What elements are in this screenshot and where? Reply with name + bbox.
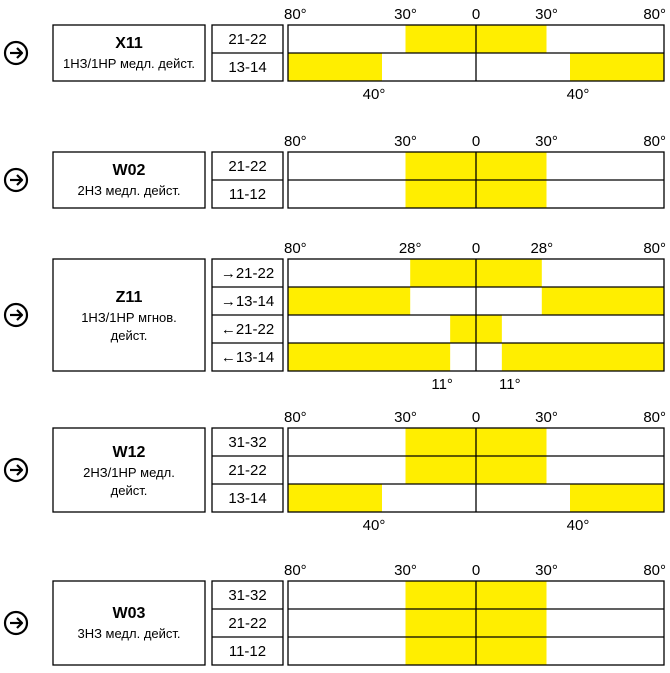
switch-type-title: W02 xyxy=(113,162,146,179)
angle-label-bottom: 40° xyxy=(567,517,590,534)
contact-label: 21-22 xyxy=(228,615,266,632)
switch-type-description: 1НЗ/1НР медл. дейст. xyxy=(63,56,195,71)
contact-label: 21-22 xyxy=(228,31,266,48)
switch-type-description: 3НЗ медл. дейст. xyxy=(77,626,180,641)
angle-label-top: 80° xyxy=(284,562,307,579)
closed-range-bar xyxy=(288,53,382,81)
closed-range-bar xyxy=(288,287,411,315)
contact-label: →21-22 xyxy=(221,265,274,282)
closed-range-bar xyxy=(501,343,664,371)
switch-label-box xyxy=(52,24,206,82)
arrow-circle-right-icon xyxy=(3,40,29,66)
angle-label-top: 80° xyxy=(643,562,666,579)
contact-label: 31-32 xyxy=(228,434,266,451)
angle-label-top: 30° xyxy=(535,6,558,23)
angle-label-top: 30° xyxy=(394,562,417,579)
contact-label: ←21-22 xyxy=(221,321,274,338)
angle-label-top: 80° xyxy=(643,409,666,426)
angle-label-bottom: 40° xyxy=(363,86,386,103)
angle-label-top: 30° xyxy=(535,133,558,150)
angle-label-top: 0 xyxy=(472,409,480,426)
switch-block-x11: X11 1НЗ/1НР медл. дейст. 21-22 13-14 80° 30° 0… xyxy=(3,6,666,103)
closed-range-bar xyxy=(288,343,451,371)
switch-type-title: X11 xyxy=(115,35,143,52)
contact-label: 11-12 xyxy=(229,643,266,660)
switch-type-description: 2НЗ/1НР медл. xyxy=(83,465,175,480)
angle-label-bottom: 11° xyxy=(431,376,453,393)
contact-label: 31-32 xyxy=(228,587,266,604)
switch-type-description: дейст. xyxy=(111,483,148,498)
switch-block-z11: Z11 1НЗ/1НР мгнов. дейст. →21-22 →13-14 ←21-2… xyxy=(3,240,666,393)
contact-label: 11-12 xyxy=(229,186,266,203)
angle-label-top: 80° xyxy=(284,409,307,426)
switch-label-box xyxy=(52,580,206,666)
angle-label-top: 80° xyxy=(284,240,307,257)
switch-label-box xyxy=(52,258,206,372)
switch-type-description: дейст. xyxy=(111,328,148,343)
switch-block-w02: W02 2НЗ медл. дейст. 21-22 11-12 80° 30° 0 30° 8… xyxy=(3,133,666,209)
angle-label-top: 0 xyxy=(472,133,480,150)
contact-label: 21-22 xyxy=(228,158,266,175)
closed-range-bar xyxy=(570,484,664,512)
switch-type-description: 2НЗ медл. дейст. xyxy=(77,183,180,198)
closed-range-bar xyxy=(541,287,664,315)
angle-label-bottom: 11° xyxy=(499,376,521,393)
contact-label: 13-14 xyxy=(228,490,266,507)
angle-label-top: 28° xyxy=(399,240,422,257)
contact-label: 21-22 xyxy=(228,462,266,479)
angle-label-top: 30° xyxy=(394,409,417,426)
switch-type-title: W03 xyxy=(113,605,146,622)
angle-label-top: 0 xyxy=(472,240,480,257)
switch-type-title: W12 xyxy=(113,444,146,461)
switch-label-box xyxy=(52,427,206,513)
contact-label: →13-14 xyxy=(221,293,274,310)
arrow-circle-right-icon xyxy=(3,302,29,328)
angle-label-top: 28° xyxy=(530,240,553,257)
angle-label-top: 30° xyxy=(535,562,558,579)
arrow-circle-right-icon xyxy=(3,610,29,636)
angle-label-top: 80° xyxy=(643,240,666,257)
angle-label-top: 30° xyxy=(394,6,417,23)
closed-range-bar xyxy=(288,484,382,512)
arrow-circle-right-icon xyxy=(3,457,29,483)
angle-label-top: 80° xyxy=(284,6,307,23)
angle-label-top: 0 xyxy=(472,562,480,579)
angle-label-top: 80° xyxy=(284,133,307,150)
angle-label-top: 80° xyxy=(643,133,666,150)
contact-label: 13-14 xyxy=(228,59,266,76)
angle-label-top: 30° xyxy=(535,409,558,426)
closed-range-bar xyxy=(570,53,664,81)
switch-type-description: 1НЗ/1НР мгнов. xyxy=(81,310,177,325)
angle-label-bottom: 40° xyxy=(363,517,386,534)
contact-label: ←13-14 xyxy=(221,349,274,366)
switch-label-box xyxy=(52,151,206,209)
angle-label-bottom: 40° xyxy=(567,86,590,103)
arrow-circle-right-icon xyxy=(3,167,29,193)
angle-label-top: 80° xyxy=(643,6,666,23)
switch-type-title: Z11 xyxy=(116,289,143,306)
angle-label-top: 30° xyxy=(394,133,417,150)
angle-label-top: 0 xyxy=(472,6,480,23)
switch-block-w12: W12 2НЗ/1НР медл. дейст. 31-32 21-22 13-14 80°… xyxy=(3,409,666,534)
switch-block-w03: W03 3НЗ медл. дейст. 31-32 21-22 11-12 80° 30°… xyxy=(3,562,666,666)
